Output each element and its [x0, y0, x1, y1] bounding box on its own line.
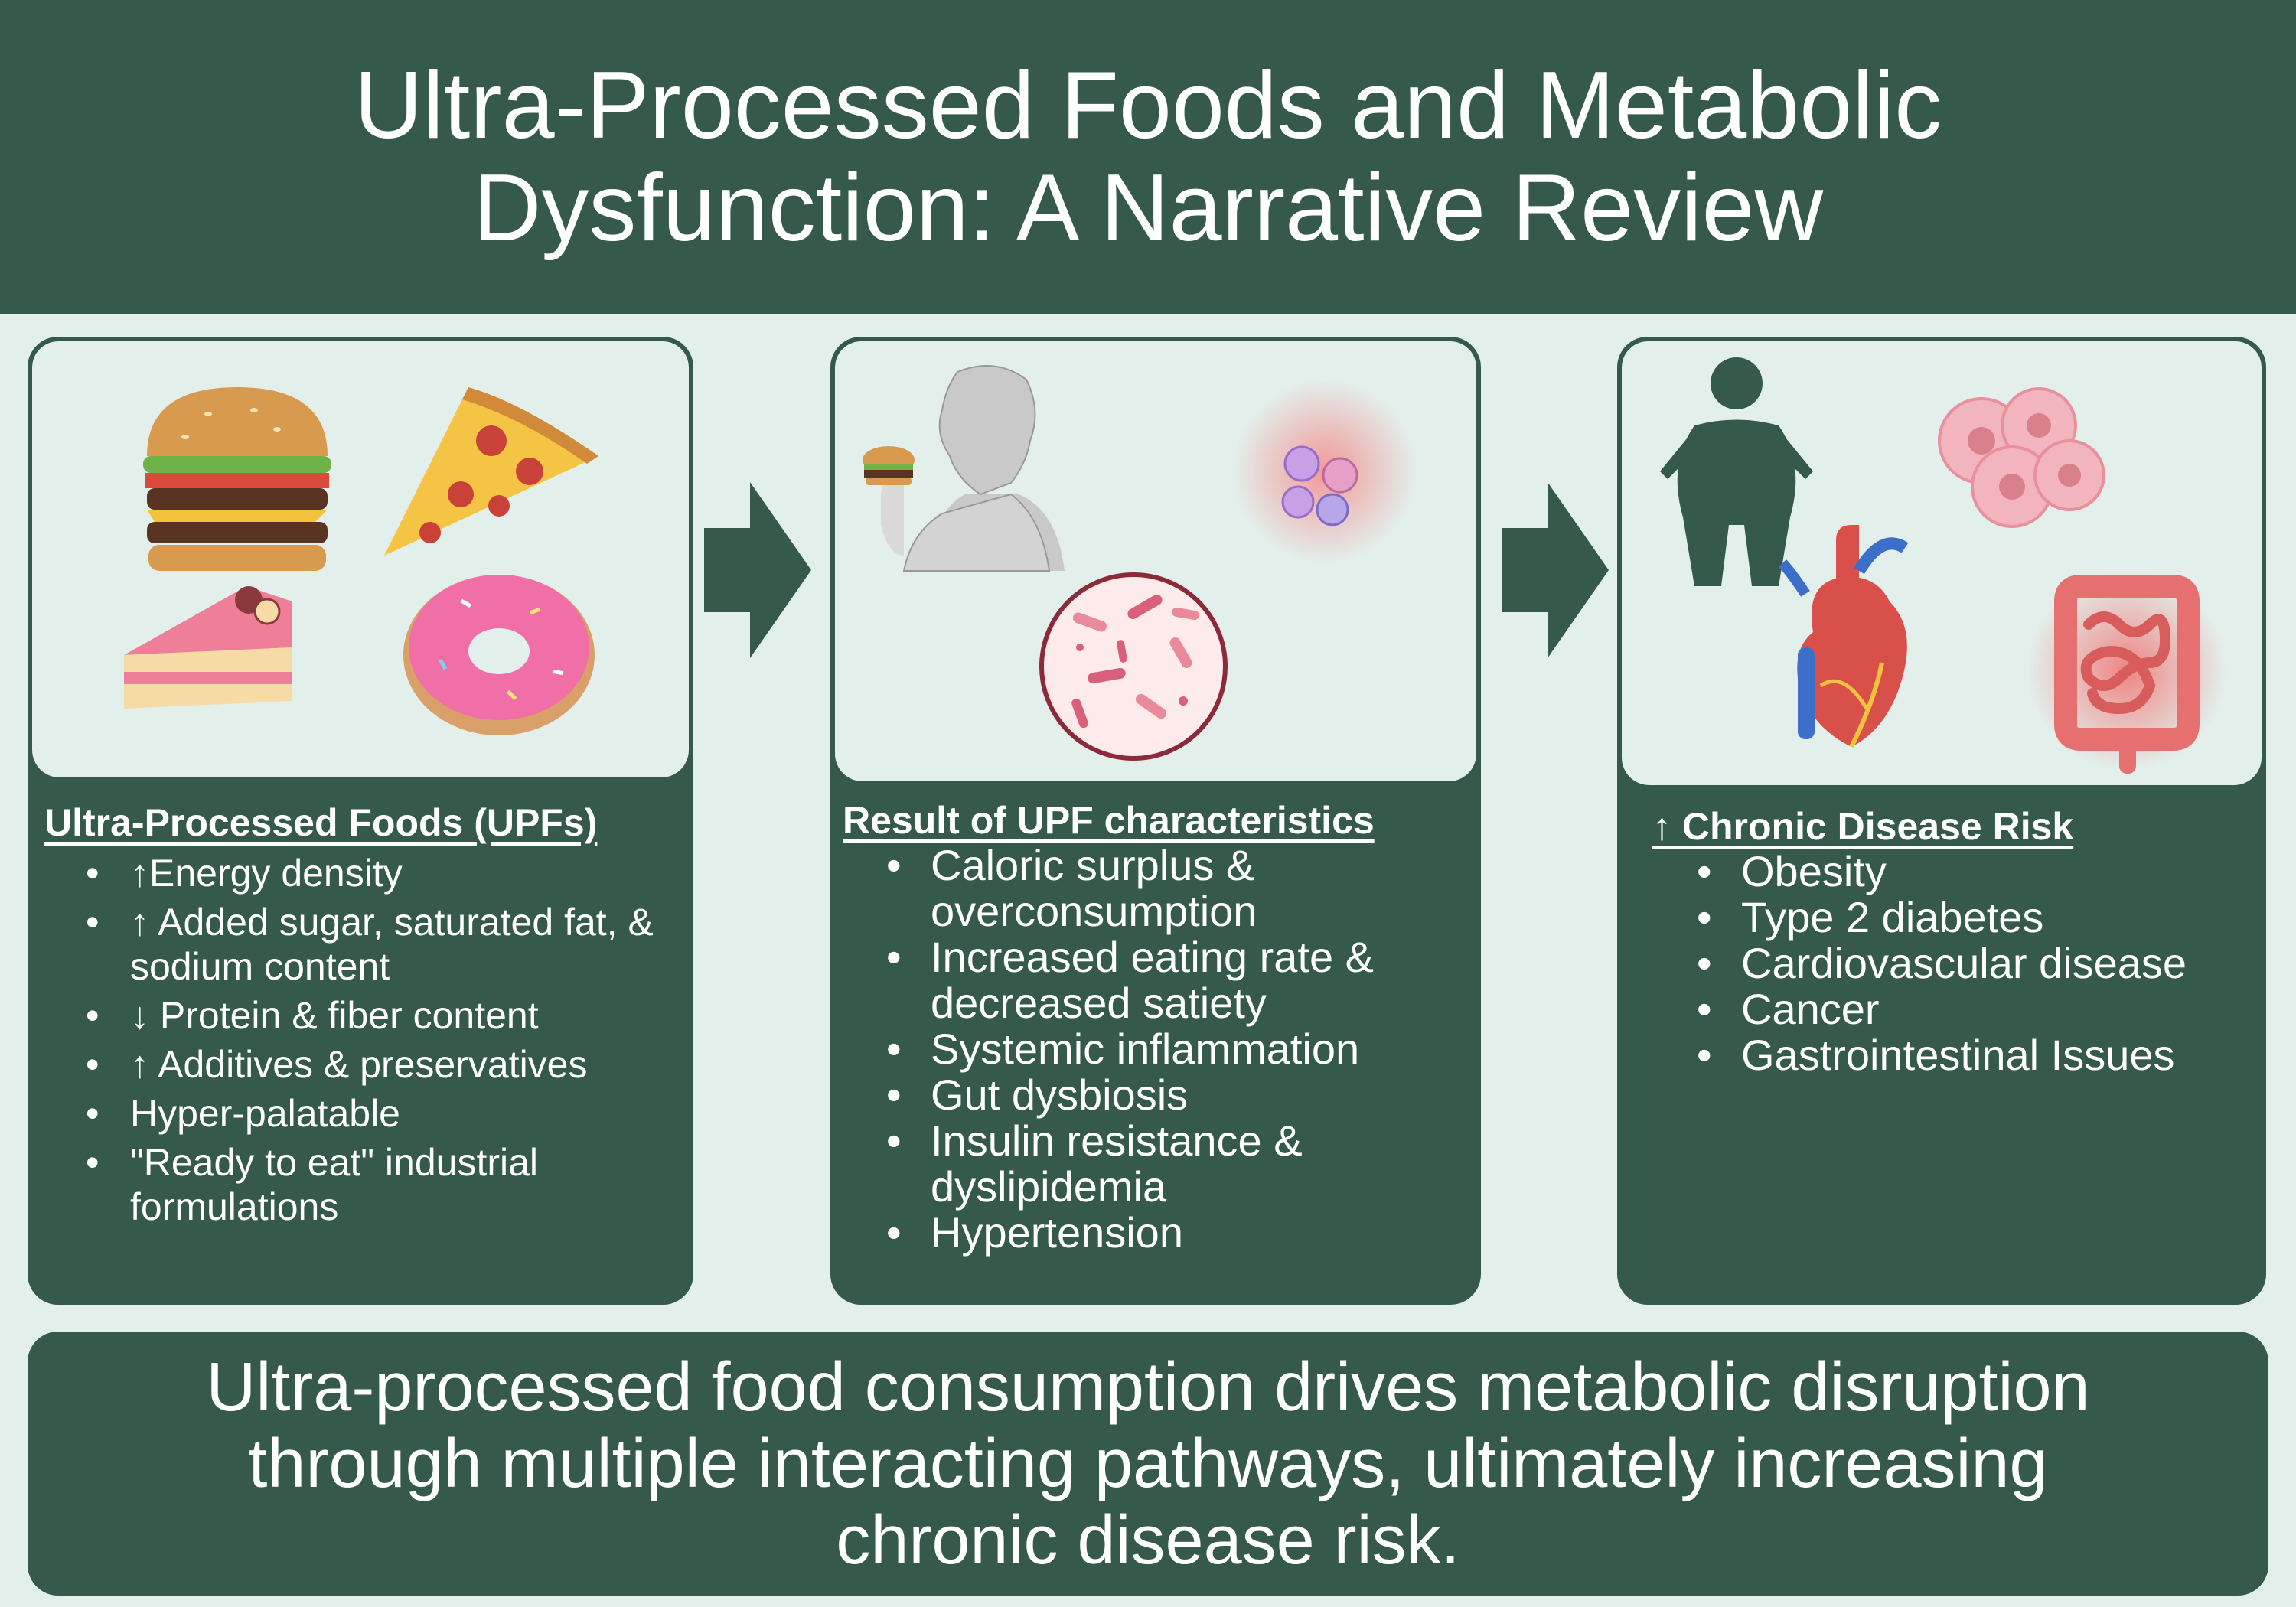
list-item: Insulin resistance & dyslipidemia	[886, 1118, 1451, 1210]
list-item: Hypertension	[886, 1210, 1451, 1257]
cake-slice-icon	[124, 586, 292, 709]
panel-results-illustration	[835, 341, 1476, 781]
pizza-slice-icon	[384, 387, 598, 556]
panel-results-text: Result of UPF characteristics Caloric su…	[835, 798, 1476, 1256]
person-eating-icon	[863, 365, 1065, 572]
panel-disease-text: ↑ Chronic Disease Risk Obesity Type 2 di…	[1622, 804, 2262, 1078]
panel-disease-illustration	[1622, 341, 2262, 785]
list-item: ↑Energy density	[86, 851, 666, 895]
heart-icon	[1778, 525, 1909, 748]
burger-icon	[143, 387, 331, 571]
panel-heading: Ultra-Processed Foods (UPFs)	[44, 801, 598, 844]
list-item: Cardiovascular disease	[1697, 940, 2239, 987]
conclusion-text: Ultra-processed food consumption drives …	[206, 1348, 2090, 1579]
bullet-list: Obesity Type 2 diabetes Cardiovascular d…	[1697, 849, 2239, 1079]
bullet-list: ↑Energy density ↑ Added sugar, saturated…	[86, 851, 666, 1229]
list-item: Hyper-palatable	[86, 1091, 666, 1136]
header-banner: Ultra-Processed Foods and Metabolic Dysf…	[0, 0, 2296, 314]
list-item: Gastrointestinal Issues	[1697, 1032, 2239, 1079]
list-item: ↓ Protein & fiber content	[86, 993, 666, 1038]
list-item: ↑ Additives & preservatives	[86, 1042, 666, 1087]
list-item: Caloric surplus & overconsumption	[886, 843, 1451, 934]
arrow-right-icon	[1502, 482, 1609, 658]
obese-person-icon	[1660, 357, 1813, 586]
list-item: Obesity	[1697, 849, 2239, 895]
gut-bacteria-icon	[1039, 572, 1228, 761]
list-item: ↑ Added sugar, saturated fat, & sodium c…	[86, 900, 666, 989]
conclusion-banner: Ultra-processed food consumption drives …	[28, 1332, 2268, 1596]
donut-icon	[403, 575, 595, 735]
list-item: Systemic inflammation	[886, 1026, 1451, 1073]
panel-upf-illustration	[32, 341, 689, 777]
panel-upf-results: Result of UPF characteristics Caloric su…	[830, 337, 1481, 1305]
panel-heading: Result of UPF characteristics	[843, 799, 1375, 842]
panel-upf-text: Ultra-Processed Foods (UPFs) ↑Energy den…	[32, 800, 689, 1234]
list-item: Gut dysbiosis	[886, 1072, 1451, 1119]
list-item: Type 2 diabetes	[1697, 895, 2239, 941]
panel-upf: Ultra-Processed Foods (UPFs) ↑Energy den…	[28, 337, 693, 1305]
page-title: Ultra-Processed Foods and Metabolic Dysf…	[354, 53, 1942, 261]
panel-chronic-disease: ↑ Chronic Disease Risk Obesity Type 2 di…	[1617, 337, 2266, 1305]
list-item: Increased eating rate & decreased satiet…	[886, 934, 1451, 1026]
list-item: Cancer	[1697, 986, 2239, 1033]
cancer-cells-icon	[1938, 387, 2105, 528]
list-item: "Ready to eat" industrial formulations	[86, 1140, 666, 1229]
panel-heading: ↑ Chronic Disease Risk	[1652, 805, 2074, 848]
inflammation-cells-icon	[1233, 380, 1417, 563]
intestine-icon	[2027, 571, 2226, 774]
arrow-right-icon	[704, 482, 811, 658]
bullet-list: Caloric surplus & overconsumption Increa…	[886, 843, 1451, 1257]
